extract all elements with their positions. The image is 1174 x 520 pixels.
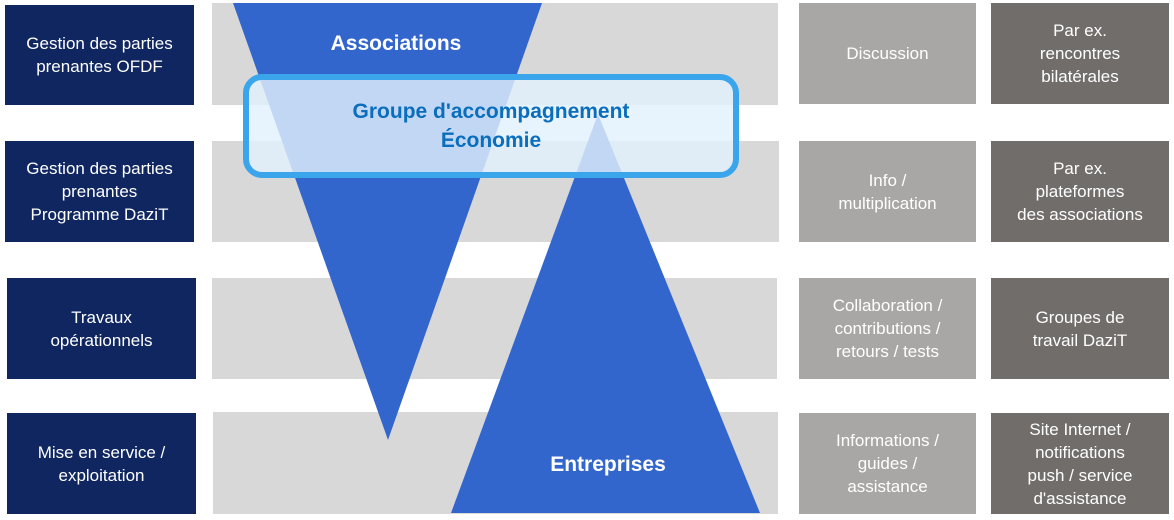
associations-label: Associations xyxy=(330,32,462,55)
phase-box-operational-work: Travaux opérationnels xyxy=(7,278,196,379)
group-label: Groupe d'accompagnement Économie xyxy=(352,100,630,152)
example-box-bilateral: Par ex. rencontres bilatérales xyxy=(991,3,1169,104)
example-box-platforms: Par ex. plateformes des associations xyxy=(991,141,1169,242)
example-box-website: Site Internet / notifications push / ser… xyxy=(991,413,1169,514)
mode-box-collaboration: Collaboration / contributions / retours … xyxy=(799,278,976,379)
group-outline-box xyxy=(243,74,739,178)
phase-box-stakeholders-dazit: Gestion des parties prenantes Programme … xyxy=(5,141,194,242)
mode-box-informations: Informations / guides / assistance xyxy=(799,413,976,514)
entreprises-label: Entreprises xyxy=(550,453,666,476)
phase-box-stakeholders-ofdf: Gestion des parties prenantes OFDF xyxy=(5,5,194,105)
associations-triangle xyxy=(233,3,542,440)
mode-box-discussion: Discussion xyxy=(799,3,976,104)
mode-box-info: Info / multiplication xyxy=(799,141,976,242)
phase-box-commissioning: Mise en service / exploitation xyxy=(7,413,196,514)
example-box-working-groups: Groupes de travail DaziT xyxy=(991,278,1169,379)
entreprises-triangle xyxy=(451,114,760,513)
